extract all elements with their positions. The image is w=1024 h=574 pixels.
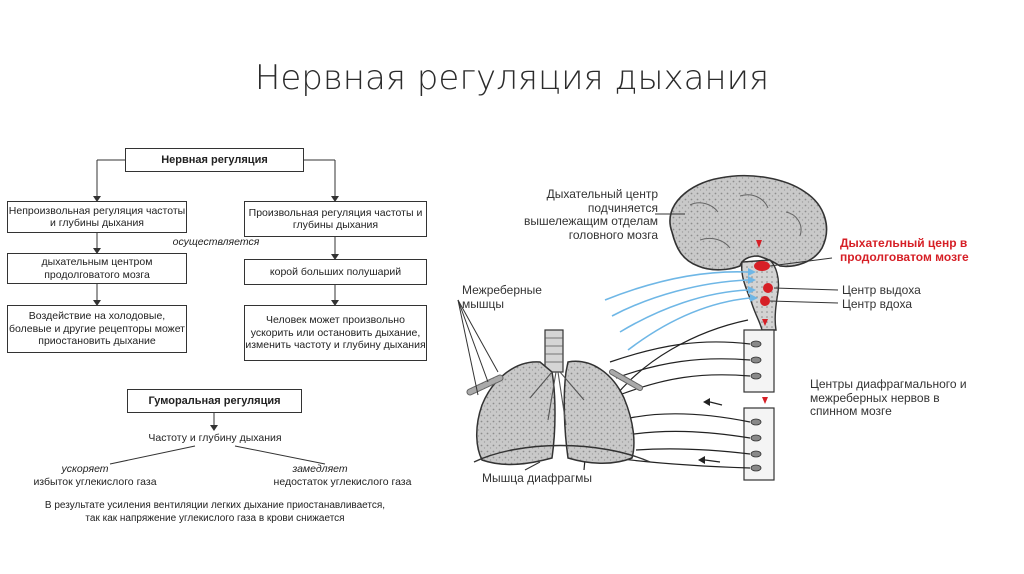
performed-by-label: осуществляется (172, 236, 260, 248)
expiration-center-label: Центр выдоха (842, 283, 921, 297)
nervous-regulation-box: Нервная регуляция (125, 148, 304, 172)
leader-lines (457, 213, 839, 471)
receptors-box: Воздействие на холодовые, болевые и друг… (7, 305, 187, 353)
spinal-centers-label: Центры диафрагмального и межреберных нер… (810, 377, 967, 418)
spinal-cord (743, 319, 775, 481)
accelerates-label: ускоряет (61, 463, 109, 475)
diaphragm-label: Мышца диафрагмы (482, 471, 592, 485)
voluntary-regulation-box: Произвольная регуляция частоты и глубины… (244, 201, 427, 237)
rate-depth-label: Частоту и глубину дыхания (148, 432, 282, 444)
excess-co2-label: избыток углекислого газа (33, 476, 157, 488)
involuntary-regulation-box: Непроизвольная регуляция частоты и глуби… (7, 201, 187, 233)
medulla-center-label: Дыхательный ценр в продолговатом мозге (840, 236, 969, 264)
brain-shape (669, 174, 828, 331)
slows-label: замедляет (292, 463, 348, 475)
inspiration-center-label: Центр вдоха (842, 297, 913, 311)
note-line-2: так как напряжение углекислого газа в кр… (85, 513, 345, 524)
intercostal-muscles-label: Межреберные мышцы (462, 283, 542, 311)
medulla-center-box: дыхательным центром продолговатого мозга (7, 253, 187, 284)
cortex-box: корой больших полушарий (244, 259, 427, 285)
subordinate-label: Дыхательный центр подчиняется вышележащи… (523, 187, 658, 242)
person-can-box: Человек может произвольно ускорить или о… (244, 305, 427, 361)
lack-co2-label: недостаток углекислого газа (273, 476, 412, 488)
humoral-regulation-box: Гуморальная регуляция (127, 389, 302, 413)
lungs (466, 329, 651, 466)
page-title: Нервная регуляция дыхания (254, 58, 770, 98)
afferent-blue-lines (604, 270, 751, 351)
note-line-1: В результате усиления вентиляции легких … (44, 500, 386, 511)
